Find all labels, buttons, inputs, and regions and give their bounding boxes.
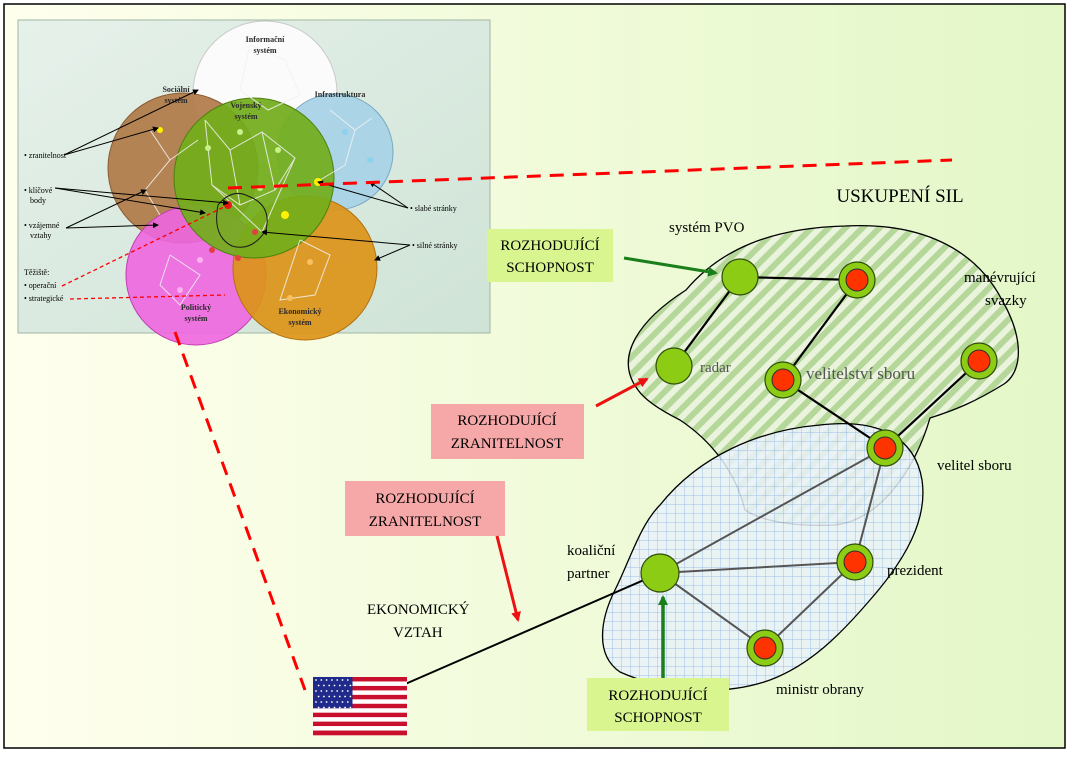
label-corps-commander: velitel sboru — [937, 458, 1012, 474]
callout-capability-top: ROZHODUJÍCÍ SCHOPNOST — [487, 229, 613, 282]
social-system-label-1: Sociální — [162, 85, 190, 94]
arrow-capability-to-pvo — [623, 256, 718, 277]
inset-key-points-label-1: • klíčové — [24, 186, 53, 195]
forces-title: USKUPENÍ SIL — [836, 185, 963, 207]
infrastructure-label: Infrastruktura — [315, 90, 366, 99]
callout-vulnerability-low-1: ROZHODUJÍCÍ — [375, 490, 474, 507]
node-maneuver-2 — [960, 342, 998, 380]
callout-capability-bottom-2: SCHOPNOST — [614, 710, 702, 726]
label-defense-minister: ministr obrany — [776, 682, 864, 698]
economic-system-label-1: Ekonomický — [278, 307, 321, 316]
economic-system-label-2: systém — [288, 318, 311, 327]
label-corps-hq: velitelství sboru — [806, 364, 916, 383]
dash-to-flag — [173, 331, 307, 691]
label-economic-1: EKONOMICKÝ — [367, 601, 470, 618]
node-radar — [655, 347, 693, 385]
label-coalition-2: partner — [567, 566, 609, 582]
node-corps-commander — [866, 429, 904, 467]
inset-mutual-label-1: • vzájemné — [24, 221, 60, 230]
node-defense-minister — [746, 629, 784, 667]
node-coalition-partner — [640, 553, 680, 593]
inset-cog-leaders — [61, 204, 229, 300]
callout-capability-top-2: SCHOPNOST — [506, 260, 594, 276]
inset-vulnerability-label: • zranitelnost — [24, 151, 67, 160]
inset-strategic-label: • strategické — [24, 294, 64, 303]
info-system-label-2: systém — [253, 46, 276, 55]
label-air-defense: systém PVO — [669, 220, 745, 236]
label-maneuver-2: svazky — [985, 293, 1027, 309]
political-system-label-1: Politický — [181, 303, 211, 312]
inset-operational-label: • operační — [24, 281, 57, 290]
lower-edges — [659, 447, 886, 649]
inset-mutual-label-2: vztahy — [30, 231, 51, 240]
us-flag-icon — [313, 677, 407, 736]
callout-capability-bottom-1: ROZHODUJÍCÍ — [608, 687, 707, 704]
inset-key-points-label-2: body — [30, 196, 46, 205]
callout-vulnerability-mid: ROZHODUJÍCÍ ZRANITELNOST — [431, 404, 584, 459]
node-corps-hq — [764, 361, 802, 399]
callout-vulnerability-low-2: ZRANITELNOST — [369, 514, 482, 530]
inset-leaders — [54, 89, 411, 261]
economic-link-line — [402, 572, 661, 686]
label-coalition-1: koaliční — [567, 543, 615, 559]
info-system-label-1: Informační — [246, 35, 285, 44]
node-air-defense — [721, 258, 759, 296]
red-dashed-connectors — [173, 158, 953, 691]
node-president — [836, 543, 874, 581]
lower-force-group — [601, 423, 924, 691]
inset-strong-label: • silné stránky — [412, 241, 457, 250]
dash-to-forces — [227, 158, 953, 190]
label-radar: radar — [700, 360, 731, 376]
callout-capability-top-1: ROZHODUJÍCÍ — [500, 237, 599, 254]
political-system-label-2: systém — [184, 314, 207, 323]
callout-vulnerability-mid-1: ROZHODUJÍCÍ — [457, 412, 556, 429]
label-maneuver-1: manévrující — [964, 270, 1036, 286]
callout-capability-bottom: ROZHODUJÍCÍ SCHOPNOST — [587, 678, 729, 731]
callout-vulnerability-low: ROZHODUJÍCÍ ZRANITELNOST — [345, 481, 505, 536]
arrow-vulnerability-to-radar — [595, 377, 649, 408]
inset-weak-label: • slabé stránky — [410, 204, 457, 213]
callout-vulnerability-mid-2: ZRANITELNOST — [451, 436, 564, 452]
label-president: prezident — [887, 563, 944, 579]
systems-inset: Informační systém Sociální systém Vojens… — [17, 19, 491, 346]
military-system-label-2: systém — [234, 112, 257, 121]
military-system-label-1: Vojenský — [230, 101, 261, 110]
arrow-vulnerability-to-link — [495, 535, 521, 622]
inset-cog-label: Těžiště: — [24, 268, 49, 277]
label-economic-2: VZTAH — [393, 625, 443, 641]
military-system-circle — [173, 97, 335, 259]
nodes — [640, 258, 998, 667]
node-maneuver-1 — [838, 261, 876, 299]
